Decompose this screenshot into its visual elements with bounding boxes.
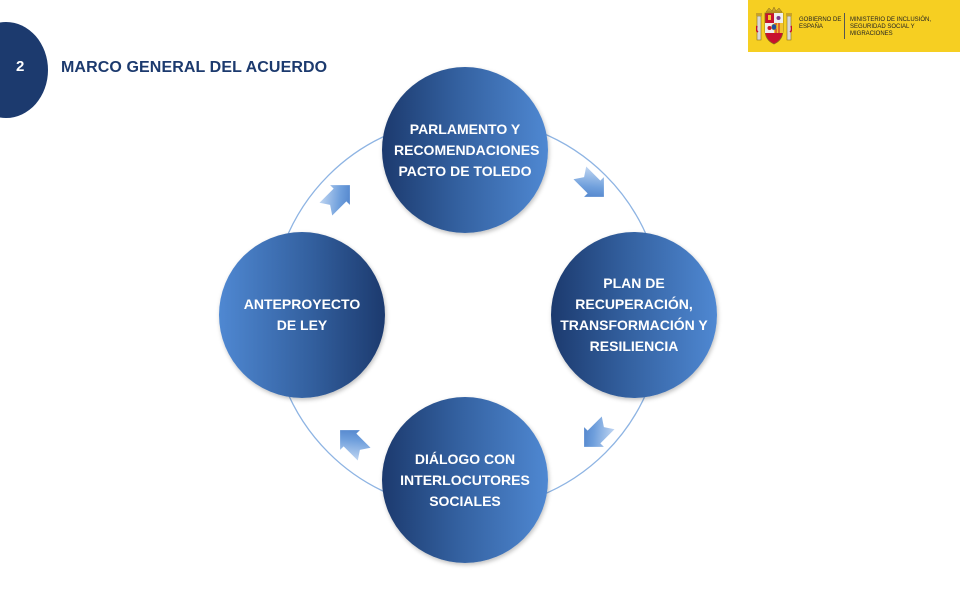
node-dialogo: DIÁLOGO CON INTERLOCUTORES SOCIALES: [382, 397, 548, 563]
government-logo: GOBIERNO DE ESPAÑA MINISTERIO DE INCLUSI…: [748, 0, 960, 52]
node-plan-recuperacion: PLAN DE RECUPERACIÓN, TRANSFORMACIÓN Y R…: [551, 232, 717, 398]
government-name: GOBIERNO DE ESPAÑA: [799, 17, 842, 30]
ministry-name: MINISTERIO DE INCLUSIÓN, SEGURIDAD SOCIA…: [850, 17, 932, 37]
node-plan-recuperacion-label: PLAN DE RECUPERACIÓN, TRANSFORMACIÓN Y R…: [560, 275, 708, 354]
cycle-arrow-top-left: [319, 185, 350, 216]
node-anteproyecto-label: ANTEPROYECTO DE LEY: [243, 296, 361, 333]
section-number: 2: [16, 58, 25, 75]
logo-divider: [844, 13, 845, 39]
node-parlamento-label: PARLAMENTO Y RECOMENDACIONES PACTO DE TO…: [394, 120, 540, 179]
cycle-arrow-bottom-right: [584, 416, 615, 447]
slide-title: MARCO GENERAL DEL ACUERDO: [61, 59, 328, 76]
cycle-arrow-bottom-left: [340, 430, 371, 461]
cycle-arrow-top-right: [573, 166, 604, 197]
coat-of-arms-icon: [756, 6, 792, 45]
node-parlamento: PARLAMENTO Y RECOMENDACIONES PACTO DE TO…: [382, 67, 548, 233]
node-anteproyecto: ANTEPROYECTO DE LEY: [219, 232, 385, 398]
node-dialogo-label: DIÁLOGO CON INTERLOCUTORES SOCIALES: [400, 450, 530, 509]
